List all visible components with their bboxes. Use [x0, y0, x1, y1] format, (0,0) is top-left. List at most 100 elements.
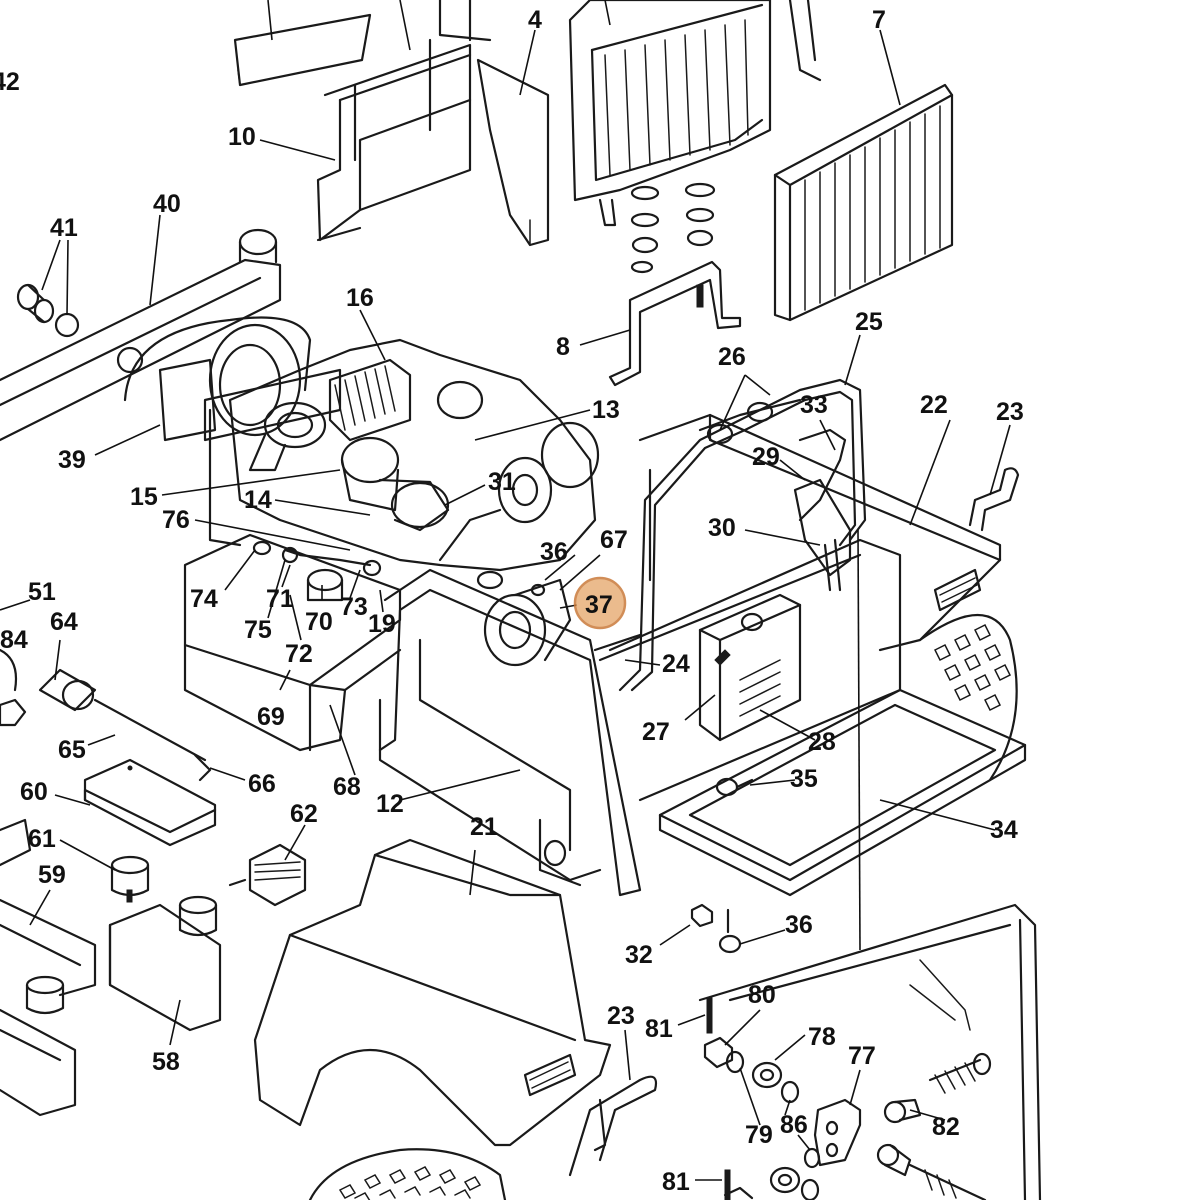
handle-part-23-upper	[968, 467, 1020, 532]
label-part-4: 4	[528, 6, 542, 34]
part-labels: 4 7 8 10 12 13 14 15 16 19 21 22 23 23 2…	[0, 6, 1024, 1196]
label-part-26: 26	[718, 343, 746, 371]
label-part-77: 77	[848, 1042, 876, 1070]
mount-part-59	[25, 895, 218, 1015]
label-part-62: 62	[290, 800, 318, 828]
label-part-10: 10	[228, 123, 256, 151]
label-part-67: 67	[600, 526, 628, 554]
label-part-60: 60	[20, 778, 48, 806]
mount-part-61	[110, 855, 150, 903]
bushings-part-41	[16, 283, 144, 374]
label-part-12: 12	[376, 790, 404, 818]
label-part-79: 79	[745, 1121, 773, 1149]
handle-part-23	[568, 1075, 658, 1177]
bracket-part-59	[0, 818, 97, 1117]
label-part-14: 14	[244, 486, 272, 514]
label-part-8: 8	[556, 333, 570, 361]
label-part-7: 7	[872, 6, 886, 34]
label-part-36-upper: 36	[540, 538, 568, 566]
label-part-74: 74	[190, 585, 218, 613]
label-part-58: 58	[152, 1048, 180, 1076]
label-part-37: 37	[585, 591, 613, 619]
fitting-part-35	[715, 777, 754, 797]
label-part-70: 70	[305, 608, 333, 636]
label-part-61: 61	[28, 825, 56, 853]
footrest-part-34	[658, 688, 1027, 897]
rear-body-part-22	[638, 413, 1002, 652]
shroud-part-4	[476, 58, 550, 247]
leader-lines	[0, 0, 1011, 1181]
label-part-33: 33	[800, 391, 828, 419]
label-part-34: 34	[990, 816, 1018, 844]
bracket-part-60	[83, 758, 217, 847]
label-part-59: 59	[38, 861, 66, 889]
label-part-86: 86	[780, 1111, 808, 1139]
part-84-nut	[0, 648, 27, 727]
label-part-75: 75	[244, 616, 272, 644]
pump-part-37	[476, 570, 572, 667]
label-part-42: 42	[0, 68, 20, 96]
label-part-81-upper: 81	[645, 1015, 673, 1043]
hardware-parts	[703, 997, 992, 1200]
bracket-part-58	[108, 903, 222, 1032]
label-part-51: 51	[28, 578, 56, 606]
label-part-84: 84	[0, 626, 28, 654]
small-fittings	[252, 540, 382, 602]
label-part-36-lower: 36	[785, 911, 813, 939]
label-part-27: 27	[642, 718, 670, 746]
label-part-13: 13	[592, 396, 620, 424]
bracket-part-8	[608, 260, 742, 387]
rubber-mounts	[630, 182, 716, 308]
label-part-65: 65	[58, 736, 86, 764]
label-part-40: 40	[153, 190, 181, 218]
label-part-64: 64	[50, 608, 78, 636]
label-part-22: 22	[920, 391, 948, 419]
main-frame-part-12	[378, 538, 902, 897]
front-tire	[308, 1148, 507, 1200]
seat-support-part-27	[698, 593, 802, 742]
label-part-21: 21	[470, 813, 498, 841]
rear-tire	[918, 613, 1018, 782]
label-part-68: 68	[333, 773, 361, 801]
label-part-72: 72	[285, 640, 313, 668]
grille-part-7	[773, 83, 954, 322]
label-part-31: 31	[488, 468, 516, 496]
label-part-78: 78	[808, 1023, 836, 1051]
rear-panel	[698, 903, 1042, 1200]
label-part-80: 80	[748, 981, 776, 1009]
label-part-24: 24	[662, 650, 690, 678]
label-part-19: 19	[368, 610, 396, 638]
top-plate-part	[233, 13, 372, 87]
label-part-73: 73	[340, 593, 368, 621]
label-part-41: 41	[50, 214, 78, 242]
front-hub-part-39	[123, 316, 342, 442]
pipes-and-hoses	[618, 378, 867, 692]
label-part-16: 16	[346, 284, 374, 312]
label-part-35: 35	[790, 765, 818, 793]
radiator	[568, 0, 822, 227]
small-parts-32-36	[690, 903, 742, 954]
label-part-15: 15	[130, 483, 158, 511]
label-part-25: 25	[855, 308, 883, 336]
relay-part-62	[228, 843, 307, 907]
engine-assembly	[208, 338, 600, 572]
label-part-23-upper: 23	[996, 398, 1024, 426]
label-part-32: 32	[625, 941, 653, 969]
dipstick-part-65	[38, 668, 212, 782]
label-part-23-lower: 23	[607, 1002, 635, 1030]
label-part-66: 66	[248, 770, 276, 798]
axle-beam-part-40	[0, 228, 282, 442]
label-part-82: 82	[932, 1113, 960, 1141]
label-part-29: 29	[752, 443, 780, 471]
label-part-39: 39	[58, 446, 86, 474]
label-part-81-lower: 81	[662, 1168, 690, 1196]
frame-part-10	[316, 0, 492, 242]
highlight-ring-part-37	[573, 576, 627, 630]
fender-part-21	[253, 838, 612, 1147]
label-part-69: 69	[257, 703, 285, 731]
label-part-30: 30	[708, 514, 736, 542]
label-part-28: 28	[808, 728, 836, 756]
label-part-71: 71	[266, 585, 294, 613]
